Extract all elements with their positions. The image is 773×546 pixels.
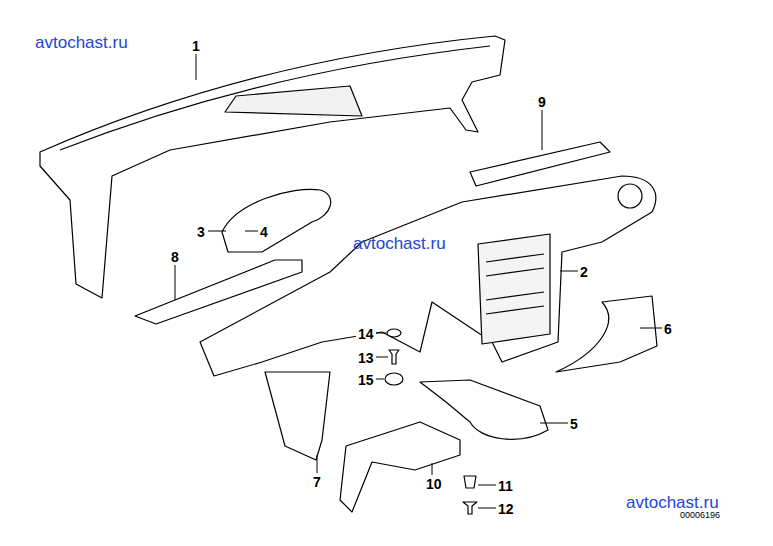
- watermark: avtochast.ru: [33, 33, 130, 52]
- screw: [463, 502, 477, 514]
- callout-number: 2: [578, 264, 590, 280]
- grommet: [385, 373, 403, 385]
- callout-number: 10: [424, 476, 444, 492]
- center-stack: [478, 234, 550, 344]
- panel-10: [340, 422, 460, 512]
- pin: [389, 350, 399, 364]
- callout-number: 8: [169, 249, 181, 265]
- dash-carrier: [200, 176, 656, 376]
- clip: [464, 476, 476, 488]
- leader-lines: [175, 54, 663, 508]
- callout-number: 14: [356, 326, 376, 342]
- callout-number: 6: [662, 321, 674, 337]
- panel-9: [470, 142, 610, 186]
- vents: [486, 254, 544, 314]
- gauge-ring: [618, 184, 642, 208]
- callout-number: 13: [356, 350, 376, 366]
- panel-7: [265, 372, 330, 460]
- panel-6: [556, 296, 657, 372]
- callout-number: 12: [496, 501, 516, 517]
- cover-edge: [60, 46, 490, 150]
- callout-number: 3: [195, 224, 207, 240]
- callout-number: 1: [190, 38, 202, 54]
- callout-number: 4: [258, 224, 270, 240]
- callout-number: 7: [311, 474, 323, 490]
- callout-number: 15: [356, 372, 376, 388]
- drawing-number: 00006196: [678, 510, 722, 521]
- instrument-hood: [222, 189, 331, 252]
- callout-number: 11: [496, 478, 515, 494]
- callout-number: 5: [568, 416, 580, 432]
- watermark: avtochast.ru: [351, 234, 448, 253]
- washer: [387, 329, 401, 337]
- callout-number: 9: [536, 94, 548, 110]
